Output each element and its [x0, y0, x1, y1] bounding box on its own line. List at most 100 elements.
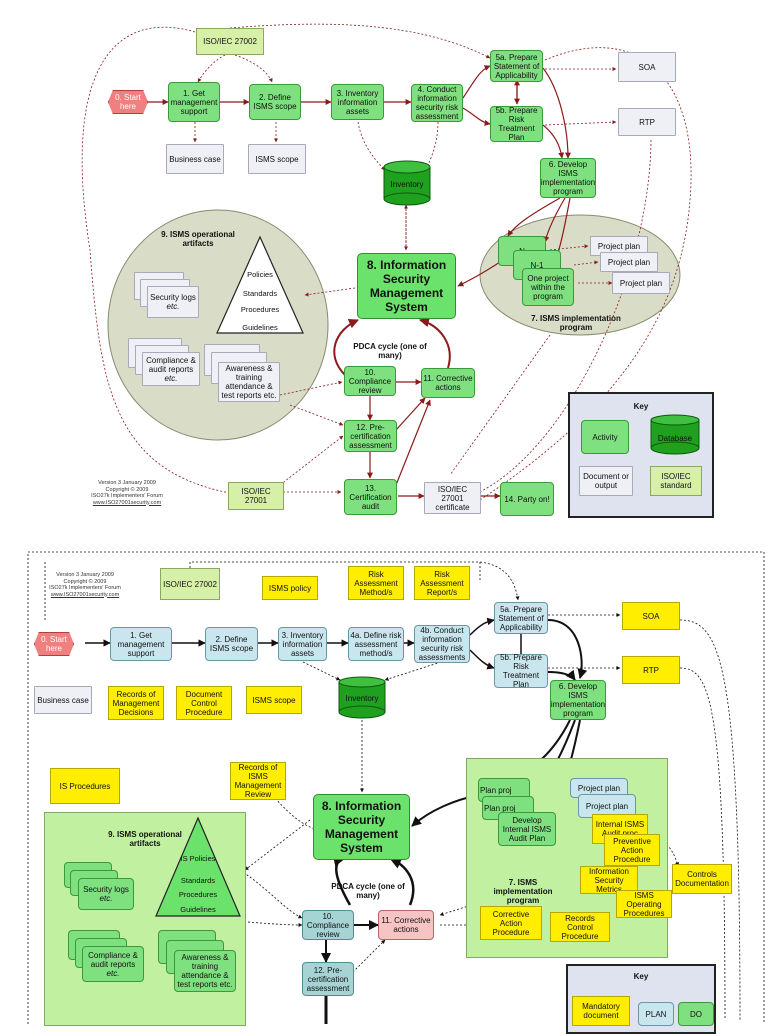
compliance-reports-text-bottom: Compliance & audit reports [88, 950, 138, 969]
rtp-prepare-activity-bottom: 5b. Prepare Risk Treatment Plan [494, 653, 548, 689]
awareness-document-bottom: Awareness & training attendance & test r… [174, 950, 236, 992]
isms-policy-document: ISMS policy [262, 576, 318, 600]
compliance-review-activity: 10. Compliance review [344, 366, 396, 396]
develop-audit-plan: Develop Internal ISMS Audit Plan [498, 812, 556, 846]
get-support-activity: 1. Get management support [168, 82, 220, 122]
ra-report-document: Risk Assessment Report/s [414, 566, 470, 600]
rtp-document: RTP [618, 108, 676, 136]
forum-text-bottom: ISO27k Implementers' Forum [49, 585, 121, 591]
get-support-activity-bottom: 1. Get management support [110, 627, 172, 661]
isms-central-node-bottom: 8. Information Security Management Syste… [313, 794, 410, 860]
iso27001-certificate: ISO/IEC 27001 certificate [424, 482, 481, 514]
operational-artifacts-label: 9. ISMS operational artifacts [161, 230, 235, 248]
forum-text: ISO27k Implementers' Forum [91, 493, 163, 499]
corrective-actions-activity-bottom: 11. Corrective actions [378, 910, 434, 940]
controls-documentation: Controls Documentation [672, 864, 732, 894]
records-decisions-document: Records of Management Decisions [108, 686, 164, 720]
security-logs-etc-bottom: etc. [99, 894, 113, 903]
inventory-label-bottom: Inventory [345, 694, 379, 703]
rtp-prepare-activity: 5b. Prepare Risk Treatment Plan [490, 106, 543, 142]
records-review-document: Records of ISMS Management Review [230, 762, 286, 800]
standards-label: Standards [242, 289, 278, 298]
version-note: Version 3 January 2009 Copyright © 2009 … [82, 480, 172, 506]
iso27001-standard: ISO/IEC 27001 [228, 482, 284, 510]
inventory-database-icon [383, 160, 431, 206]
project-plan-doc-2: Project plan [600, 252, 658, 272]
develop-program-activity-bottom: 6. Develop ISMS implementation program [550, 680, 606, 720]
doc-control-document: Document Control Procedure [176, 686, 232, 720]
compliance-reports-etc-bottom: etc. [106, 968, 120, 978]
soa-prepare-activity: 5a. Prepare Statement of Applicability [490, 50, 543, 82]
key-database-label: Database [657, 434, 693, 443]
compliance-reports-etc: etc. [164, 373, 178, 383]
define-scope-activity: 2. Define ISMS scope [249, 84, 301, 120]
project-plan-bottom-1: Project plan [570, 778, 628, 798]
conduct-ra-activity: 4b. Conduct information security risk as… [414, 625, 470, 663]
define-ra-activity: 4a. Define risk assessment method/s [348, 627, 404, 661]
preventive-action-proc: Preventive Action Procedure [604, 834, 660, 866]
copyright-text: Copyright © 2009 [105, 486, 149, 493]
key-title-top: Key [633, 402, 649, 411]
version-text-bottom: Version 3 January 2009 [56, 572, 114, 578]
guidelines-label-bottom: Guidelines [180, 905, 216, 914]
security-logs-etc: etc. [166, 302, 180, 311]
start-here-bottom: 0. Start here [34, 632, 74, 656]
party-activity: 14. Party on! [500, 482, 554, 516]
one-project: One project within the program [522, 268, 574, 306]
impl-program-label-bottom: 7. ISMS implementation program [493, 878, 553, 905]
inventory-assets-activity-bottom: 3. Inventory information assets [278, 627, 327, 661]
policy-triangle-icon-bottom [155, 816, 241, 917]
iso27002-standard-bottom: ISO/IEC 27002 [160, 568, 220, 600]
business-case-document-bottom: Business case [34, 686, 92, 714]
security-logs-text: Security logs [150, 293, 196, 302]
key-mandatory-document: Mandatory document [572, 996, 630, 1026]
key-document: Document or output [579, 466, 633, 496]
pdca-label: PDCA cycle (one of many) [353, 342, 427, 360]
key-plan: PLAN [638, 1002, 674, 1026]
policies-label: Policies [247, 270, 273, 279]
corrective-action-procedure: Corrective Action Procedure [480, 906, 542, 940]
inventory-database-icon-bottom [338, 676, 386, 719]
url-text-bottom[interactable]: www.ISO27001security.com [50, 591, 120, 598]
awareness-document: Awareness & training attendance & test r… [218, 362, 280, 402]
key-panel-top: Key Activity Database Document or output… [568, 392, 714, 518]
isms-scope-document-bottom: ISMS scope [246, 686, 302, 714]
compliance-reports-text: Compliance & audit reports [146, 355, 196, 374]
guidelines-label: Guidelines [242, 323, 278, 332]
business-case-document: Business case [166, 144, 224, 174]
version-text: Version 3 January 2009 [98, 480, 156, 486]
isms-central-node: 8. Information Security Management Syste… [357, 253, 456, 319]
precert-activity-bottom: 12. Pre-certification assessment [302, 962, 354, 996]
risk-assessment-activity: 4. Conduct information security risk ass… [411, 84, 463, 122]
compliance-review-activity-bottom: 10. Compliance review [302, 910, 354, 940]
procedures-label: Procedures [240, 305, 280, 314]
key-activity: Activity [581, 420, 629, 454]
url-text[interactable]: www.ISO27001security.com [92, 499, 162, 506]
key-title-bottom: Key [633, 972, 649, 981]
precert-activity: 12. Pre-certification assessment [344, 420, 397, 452]
copyright-text-bottom: Copyright © 2009 [63, 578, 107, 585]
security-metrics-document: Information Security Metrics [580, 866, 638, 894]
inventory-assets-activity: 3. Inventory information assets [331, 84, 384, 120]
standards-label-bottom: Standards [180, 876, 216, 885]
project-plan-doc-3: Project plan [612, 272, 670, 294]
iso27002-standard: ISO/IEC 27002 [196, 28, 264, 55]
corrective-actions-activity: 11. Corrective actions [421, 368, 475, 398]
records-control-procedure: Records Control Procedure [550, 912, 610, 942]
is-procedures-document: IS Procedures [50, 768, 120, 804]
policy-triangle-icon [216, 235, 304, 334]
develop-program-activity: 6. Develop ISMS implementation program [540, 158, 596, 198]
soa-prepare-activity-bottom: 5a. Prepare Statement of Applicability [494, 602, 548, 634]
soa-document: SOA [618, 52, 676, 82]
security-logs-text-bottom: Security logs [83, 885, 129, 894]
procedures-label-bottom: Procedures [178, 890, 218, 899]
rtp-document-bottom: RTP [622, 656, 680, 684]
isms-operating-procedures: ISMS Operating Procedures [616, 890, 672, 918]
key-database-icon [650, 414, 700, 455]
pdca-label-bottom: PDCA cycle (one of many) [331, 882, 405, 900]
key-do: DO [678, 1002, 714, 1026]
